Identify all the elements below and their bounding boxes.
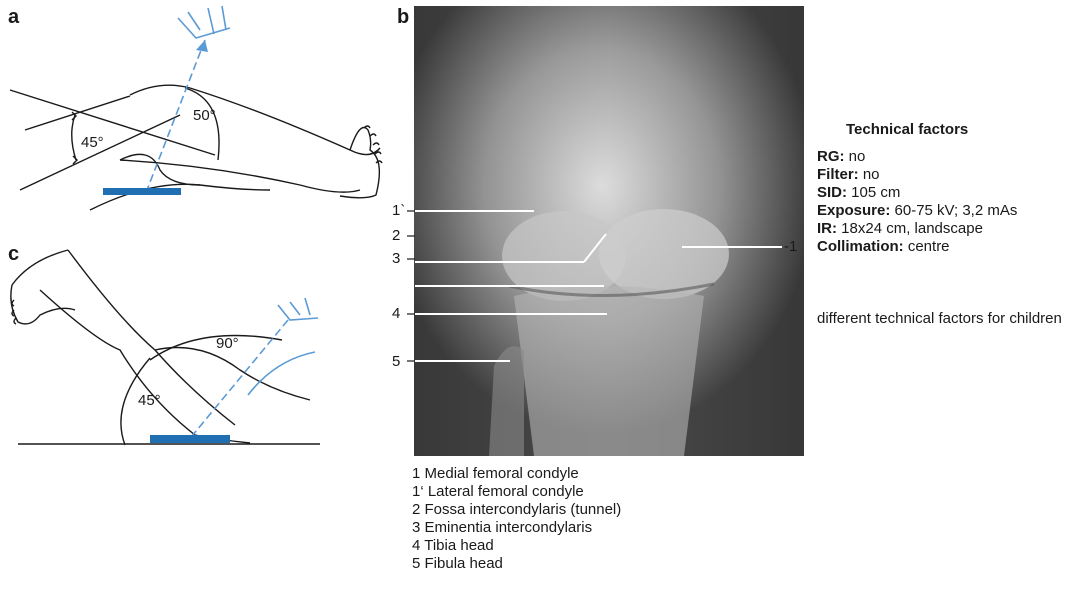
technical-factors-list: RG: no Filter: no SID: 105 cm Exposure: … [817, 148, 1017, 256]
legend-item: 1‘ Lateral femoral condyle [412, 483, 621, 501]
xray-label-1: -1 [784, 238, 797, 255]
label-connectors [395, 0, 425, 370]
knee-radiograph [414, 6, 804, 456]
technical-row-sid: SID: 105 cm [817, 184, 1017, 202]
legend-item: 5 Fibula head [412, 555, 621, 573]
children-note: different technical factors for children [817, 310, 1067, 328]
technical-row-collimation: Collimation: centre [817, 238, 1017, 256]
legend-item: 2 Fossa intercondylaris (tunnel) [412, 501, 621, 519]
radiograph-legend: 1 Medial femoral condyle 1‘ Lateral femo… [412, 465, 621, 573]
technical-factors-title: Technical factors [846, 121, 968, 138]
panel-c-angle-leg: 45° [138, 392, 161, 409]
panel-a-angle-beam: 50° [193, 107, 216, 124]
panel-a-angle-leg: 45° [81, 134, 104, 151]
technical-row-ir: IR: 18x24 cm, landscape [817, 220, 1017, 238]
technical-row-rg: RG: no [817, 148, 1017, 166]
technical-row-filter: Filter: no [817, 166, 1017, 184]
technical-row-exposure: Exposure: 60-75 kV; 3,2 mAs [817, 202, 1017, 220]
legend-item: 1 Medial femoral condyle [412, 465, 621, 483]
panel-c-angle-beam: 90° [216, 335, 239, 352]
legend-item: 3 Eminentia intercondylaris [412, 519, 621, 537]
panel-a-diagram: 45° 50° [0, 0, 390, 230]
panel-c-diagram: 90° 45° [0, 240, 340, 460]
legend-item: 4 Tibia head [412, 537, 621, 555]
